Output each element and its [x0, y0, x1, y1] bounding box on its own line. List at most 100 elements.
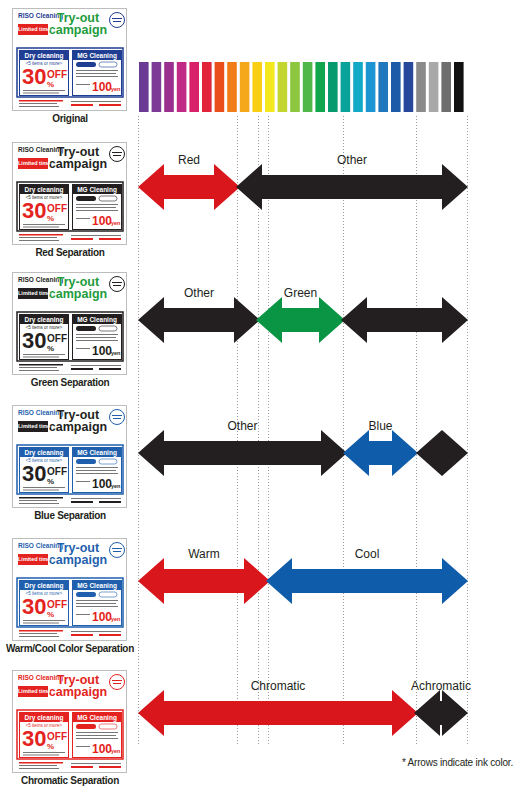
- arrow-body: [343, 430, 418, 476]
- filler-line: [71, 498, 121, 499]
- filler-line: [76, 738, 118, 739]
- panel-text: MG Cleaning: [73, 581, 121, 590]
- filler-line: [71, 365, 121, 366]
- separation-caption: Red Separation: [35, 247, 104, 259]
- flyer-stamp-line: [113, 21, 121, 22]
- filler-line: [23, 90, 65, 91]
- arrow-label: Other: [184, 286, 214, 300]
- filler-line: [19, 106, 59, 107]
- filler-line: [19, 367, 57, 368]
- dry-cleaning-panel: Dry cleaning<5 items or more>30%OFF: [19, 314, 69, 360]
- filler-line: [76, 204, 118, 205]
- panel-text: %: [47, 743, 54, 751]
- badge-text: Limited time: [18, 686, 48, 697]
- filler-line: [76, 340, 118, 341]
- filler-line: [19, 237, 57, 238]
- filler-line: [19, 240, 59, 241]
- double-arrow-shape: [341, 297, 468, 343]
- filler-line: [76, 337, 116, 338]
- flyer-thumbnail: Green SeparationRISO CleaningTry-out cam…: [12, 272, 127, 375]
- limited-time-badge: Limited time: [18, 686, 48, 697]
- mg-cleaning-panel: MG Cleaning100yen: [72, 712, 122, 758]
- panel-text: 30: [22, 66, 46, 88]
- double-arrow-shape: [138, 297, 260, 343]
- flyer-stamp-line: [113, 418, 121, 419]
- ink-range-arrow: [341, 286, 468, 346]
- flyer-stamp-line: [113, 683, 121, 684]
- panel-text: 100: [92, 215, 112, 227]
- flyer-thumbnail: OriginalRISO CleaningTry-out campaignLim…: [12, 8, 127, 111]
- separation-caption: Original: [52, 113, 87, 125]
- mg-cleaning-panel: MG Cleaning 100yen: [72, 580, 122, 626]
- arrow-body: [266, 558, 468, 604]
- filler-pill: [99, 62, 117, 67]
- filler-pill: [76, 459, 96, 464]
- flyer-text: Try-out campaign: [46, 12, 110, 36]
- filler-line: [23, 623, 59, 624]
- panel-text: OFF: [47, 204, 67, 214]
- flyer-text: RISO Cleaning: [18, 542, 63, 550]
- panel-text: %: [47, 345, 54, 353]
- filler-line: [71, 235, 121, 236]
- arrow-label: Other: [227, 419, 257, 433]
- panel-text: 100: [92, 611, 112, 623]
- badge-text: Limited time: [18, 554, 48, 565]
- filler-line: [19, 497, 63, 499]
- filler-line: [76, 73, 116, 74]
- dry-cleaning-panel: Dry cleaning<5 items or more>30%OFF: [19, 50, 69, 96]
- filler-pill: [99, 592, 117, 597]
- filler-line: [76, 84, 90, 85]
- dry-cleaning-panel: Dry cleaning<5 items or more>30%OFF: [19, 184, 69, 230]
- filler-line: [23, 354, 65, 355]
- filler-pill: [76, 196, 96, 201]
- ink-range-arrow: Blue: [343, 419, 418, 479]
- flyer-text: Try-out campaign: [46, 409, 110, 433]
- filler-pill: [99, 326, 117, 331]
- limited-time-badge: Limited time: [18, 554, 48, 565]
- panel-text: yen: [111, 616, 120, 622]
- ink-range-arrow: Red: [138, 153, 240, 213]
- filler-line: [19, 765, 57, 766]
- filler-line: [76, 210, 118, 211]
- flyer-text: RISO Cleaning: [18, 409, 63, 417]
- panel-text: %: [47, 215, 54, 223]
- filler-line: [76, 614, 90, 615]
- flyer-stamp: [110, 147, 125, 162]
- badge-text: Limited time: [18, 158, 48, 169]
- filler-line: [76, 606, 118, 607]
- filler-line: [19, 500, 57, 501]
- arrow-label: Blue: [368, 419, 392, 433]
- filler-pill: [76, 592, 96, 597]
- separation-caption: Warm/Cool Color Separation: [6, 643, 134, 655]
- arrow-label: Other: [337, 153, 367, 167]
- ink-range-arrow: Other: [138, 419, 347, 479]
- flyer-stamp: [110, 675, 125, 690]
- filler-line: [19, 630, 63, 632]
- arrow-body: [138, 558, 270, 604]
- double-arrow-shape: [138, 164, 240, 210]
- panel-text: yen: [111, 748, 120, 754]
- filler-line: [76, 603, 116, 604]
- double-arrow-shape: [138, 690, 418, 736]
- panel-text: %: [47, 81, 54, 89]
- flyer-stamp: [110, 13, 125, 28]
- panel-text: 30: [22, 463, 46, 485]
- flyer-text: Try-out campaign: [46, 146, 110, 170]
- filler-line: [71, 101, 121, 102]
- dry-cleaning-panel: Dry cleaning<5 items or more>30%OFF: [19, 712, 69, 758]
- badge-text: Limited time: [18, 288, 48, 299]
- double-arrow-shape: [343, 430, 418, 476]
- arrow-label: Red: [178, 153, 200, 167]
- arrow-body: [138, 297, 260, 343]
- dry-cleaning-panel: Dry cleaning<5 items or more>30%OFF: [19, 447, 69, 493]
- flyer-stamp: [110, 277, 125, 292]
- panel-text: yen: [111, 86, 120, 92]
- filler-line: [71, 368, 93, 370]
- ink-range-arrow: Other: [236, 153, 468, 213]
- panel-text: 100: [92, 478, 112, 490]
- flyer-stamp: [110, 543, 125, 558]
- separation-caption: Green Separation: [31, 377, 110, 389]
- filler-line: [71, 634, 93, 636]
- double-arrow-shape: [416, 430, 468, 476]
